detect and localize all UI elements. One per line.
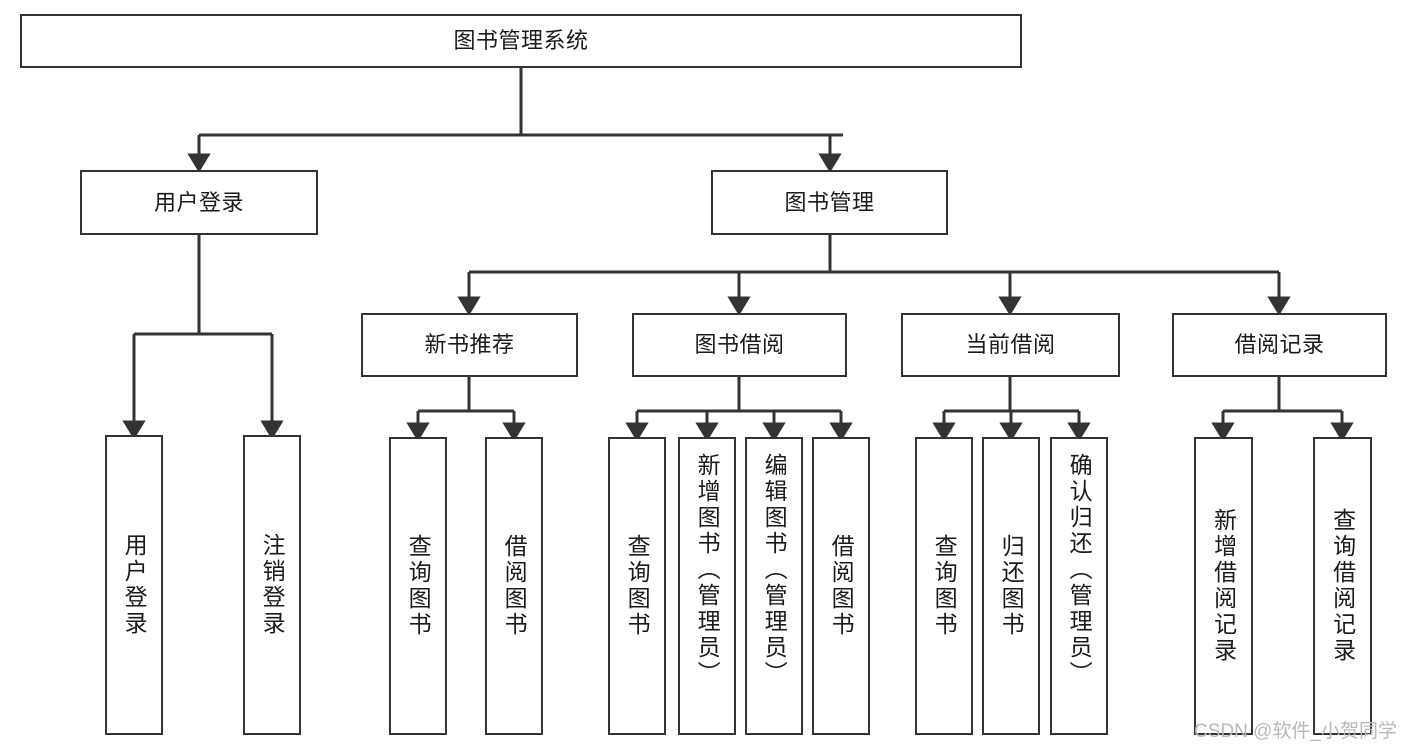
- node-label-new-book-recommend: 新书推荐: [424, 332, 515, 358]
- node-label-leaf-borrow-book-1: 借阅图书: [501, 534, 528, 638]
- node-label-leaf-query-book-1: 查询图书: [405, 534, 432, 638]
- node-label-book-borrow: 图书借阅: [694, 332, 785, 358]
- node-label-user-login: 用户登录: [153, 189, 244, 215]
- node-leaf-borrow-book-2[interactable]: 借阅图书: [812, 437, 870, 735]
- node-root-system[interactable]: 图书管理系统: [20, 14, 1022, 68]
- node-leaf-query-record[interactable]: 查询借阅记录: [1313, 437, 1372, 735]
- node-user-login[interactable]: 用户登录: [80, 170, 318, 235]
- node-leaf-confirm-return[interactable]: 确认归还（管理员）: [1050, 437, 1108, 735]
- node-label-current-borrow: 当前借阅: [965, 332, 1056, 358]
- node-label-book-manage: 图书管理: [784, 189, 875, 215]
- node-leaf-logout-login[interactable]: 注销登录: [243, 435, 301, 735]
- node-label-leaf-query-book-2: 查询图书: [624, 534, 651, 638]
- node-leaf-query-book-3[interactable]: 查询图书: [915, 437, 973, 735]
- node-label-leaf-logout-login: 注销登录: [259, 533, 286, 637]
- node-current-borrow[interactable]: 当前借阅: [901, 313, 1120, 377]
- node-leaf-query-book-2[interactable]: 查询图书: [608, 437, 666, 735]
- node-borrow-record[interactable]: 借阅记录: [1172, 313, 1387, 377]
- node-leaf-add-book[interactable]: 新增图书（管理员）: [678, 437, 736, 735]
- node-leaf-add-record[interactable]: 新增借阅记录: [1194, 437, 1253, 735]
- node-label-borrow-record: 借阅记录: [1234, 332, 1325, 358]
- node-label-leaf-query-record: 查询借阅记录: [1329, 508, 1356, 664]
- node-leaf-edit-book[interactable]: 编辑图书（管理员）: [745, 437, 803, 735]
- node-leaf-user-login[interactable]: 用户登录: [105, 435, 163, 735]
- node-label-leaf-edit-book: 编辑图书（管理员）: [761, 453, 788, 687]
- node-label-leaf-return-book: 归还图书: [998, 534, 1025, 638]
- node-label-leaf-query-book-3: 查询图书: [931, 534, 958, 638]
- node-label-leaf-borrow-book-2: 借阅图书: [828, 534, 855, 638]
- node-book-borrow[interactable]: 图书借阅: [632, 313, 847, 377]
- node-label-leaf-add-book: 新增图书（管理员）: [694, 453, 721, 687]
- node-label-leaf-add-record: 新增借阅记录: [1210, 508, 1237, 664]
- node-leaf-borrow-book-1[interactable]: 借阅图书: [485, 437, 543, 735]
- node-label-root: 图书管理系统: [453, 28, 589, 54]
- node-leaf-return-book[interactable]: 归还图书: [982, 437, 1040, 735]
- node-label-leaf-user-login: 用户登录: [121, 533, 148, 637]
- node-label-leaf-confirm-return: 确认归还（管理员）: [1066, 453, 1093, 687]
- node-book-manage[interactable]: 图书管理: [711, 170, 948, 235]
- node-new-book-recommend[interactable]: 新书推荐: [361, 313, 578, 377]
- node-leaf-query-book-1[interactable]: 查询图书: [389, 437, 447, 735]
